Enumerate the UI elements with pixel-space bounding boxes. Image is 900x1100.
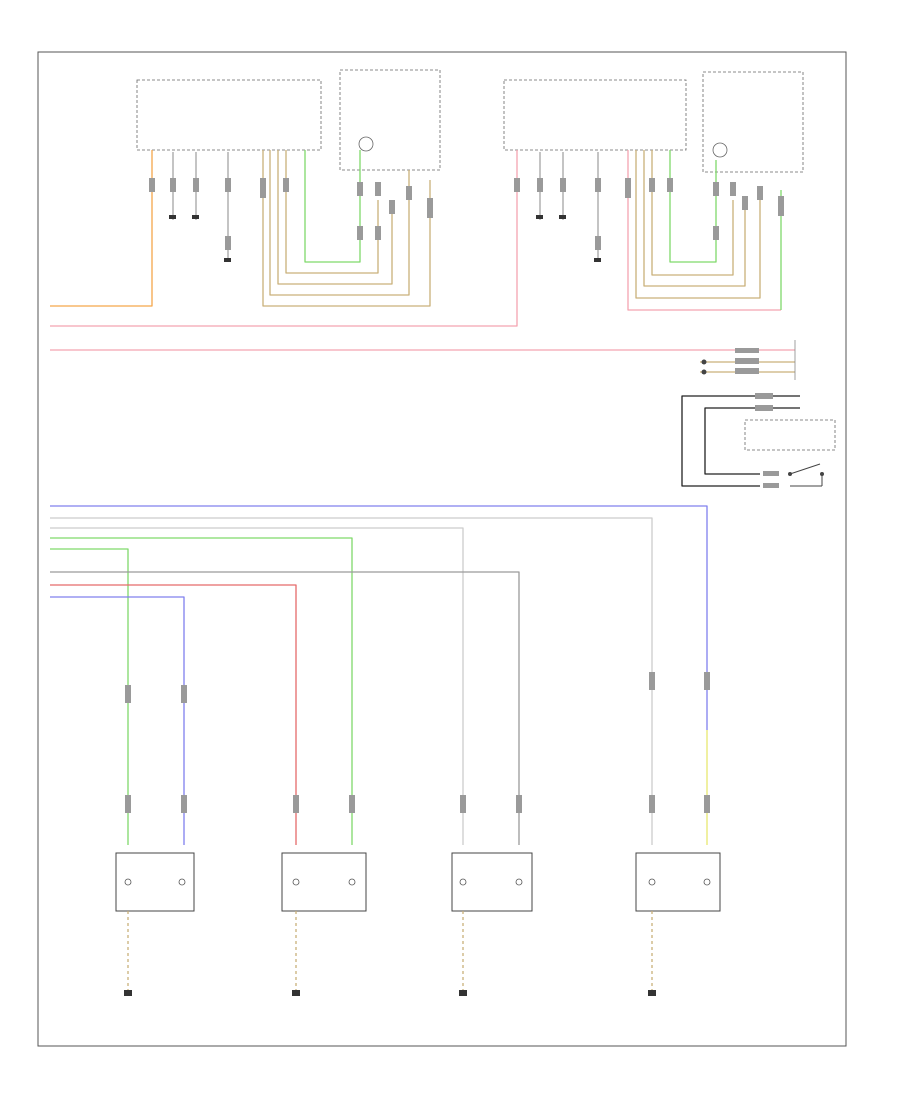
right-module-pins (539, 152, 599, 260)
connector-icon (514, 178, 520, 192)
tan-wire (269, 150, 410, 296)
tan-wire (635, 150, 761, 299)
connector-icon (713, 182, 719, 196)
lightgray-wire (50, 527, 464, 845)
green-wire (50, 537, 353, 845)
blue-wire (50, 505, 708, 730)
green-wire (669, 150, 717, 263)
black-wire (704, 407, 800, 475)
lamp-unit-4 (635, 852, 721, 996)
green-wire (50, 548, 129, 845)
bulb-icon (703, 878, 711, 886)
pink-wire (50, 150, 518, 327)
ground-icon (169, 215, 176, 219)
tan-wire (277, 150, 393, 285)
switch-module-box (744, 419, 836, 451)
tan-wire (651, 150, 734, 276)
connector-icon (537, 178, 543, 192)
connector-icon (149, 178, 155, 192)
connector-icon (667, 178, 673, 192)
black-wire (681, 395, 800, 487)
bulb-icon (459, 878, 467, 886)
wires-top (50, 150, 795, 351)
connectors-top (149, 178, 784, 250)
connector-icon (625, 178, 631, 198)
front-lighting-module-left (136, 79, 322, 151)
red-wire (50, 584, 297, 845)
connector-icon (283, 178, 289, 192)
connector-icon (375, 226, 381, 240)
diagram-frame (37, 51, 847, 1047)
connector-icon (225, 178, 231, 192)
lamp-unit-1 (115, 852, 195, 996)
pink-wire (627, 150, 781, 311)
ground-icon (124, 990, 132, 996)
ground-icon (559, 215, 566, 219)
bulb-icon (648, 878, 656, 886)
right-headlamp-assembly (702, 71, 804, 173)
connector-icon (595, 178, 601, 192)
connector-icon (357, 182, 363, 196)
connector-icon (427, 198, 433, 218)
ground-icon (594, 258, 601, 262)
connector-icon (170, 178, 176, 192)
left-headlamp-assembly (339, 69, 441, 171)
ground-icon (192, 215, 199, 219)
gray-wire (50, 571, 520, 845)
connector-icon (730, 182, 736, 196)
ground-icon (536, 215, 543, 219)
switch-contact-icon (789, 463, 821, 475)
connector-icon (713, 226, 719, 240)
connector-icon (357, 226, 363, 240)
ground-icon (648, 990, 656, 996)
headlamp-switch-block (681, 393, 836, 488)
connector-icon (260, 178, 266, 198)
connector-icon (757, 186, 763, 200)
connectors-lower (125, 672, 710, 813)
ground-icon (224, 258, 231, 262)
bulb-icon (178, 878, 186, 886)
connector-icon (778, 196, 784, 216)
bulb-icon (348, 878, 356, 886)
right-headlamp-bulb-icon (712, 142, 728, 158)
ground-icon (459, 990, 467, 996)
blue-wire (50, 596, 185, 845)
bulb-icon (515, 878, 523, 886)
connector-icon (595, 236, 601, 250)
connector-icon (406, 186, 412, 200)
lightgray-wire (50, 517, 653, 845)
left-module-pins (172, 152, 229, 260)
wires-lower (50, 505, 708, 845)
connector-icon (225, 236, 231, 250)
tan-wire (643, 150, 746, 287)
left-headlamp-bulb-icon (358, 136, 374, 152)
tan-wire (262, 150, 431, 307)
connector-icon (389, 200, 395, 214)
lamp-unit-2 (281, 852, 367, 996)
lamp-unit-3 (451, 852, 533, 996)
connector-icon (649, 178, 655, 192)
connector-icon (193, 178, 199, 192)
front-lighting-module-right (503, 79, 687, 151)
ground-icon (292, 990, 300, 996)
connector-icon (742, 196, 748, 210)
bulb-icon (292, 878, 300, 886)
green-wire (304, 150, 361, 263)
bulb-icon (124, 878, 132, 886)
orange-wire (50, 150, 153, 307)
tan-wire (285, 150, 379, 274)
connector-icon (375, 182, 381, 196)
connector-icon (560, 178, 566, 192)
right-side-connector-block (700, 340, 796, 380)
